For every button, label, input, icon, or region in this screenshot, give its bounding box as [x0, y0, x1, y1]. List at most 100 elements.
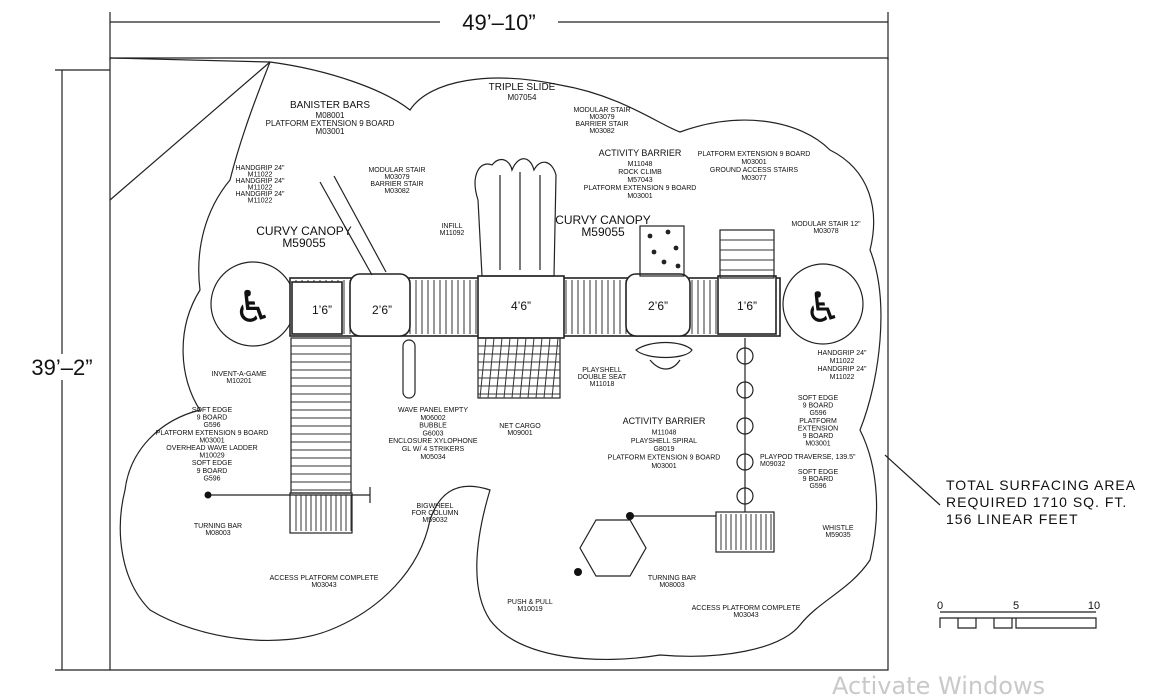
label-line: M09001 — [507, 430, 532, 437]
label-line: SOFT EDGE — [798, 395, 839, 402]
label-line: CURVY CANOPY — [555, 213, 651, 227]
label-line: FOR COLUMN — [411, 510, 458, 517]
label-line: HANDGRIP 24" — [817, 350, 867, 357]
width-dimension: 49’–10” — [109, 8, 889, 60]
label-line: M11092 — [440, 230, 465, 237]
label-line: M03079 — [384, 174, 409, 181]
scale-bar: 0 5 10 — [937, 600, 1100, 629]
label-line: M11018 — [590, 381, 615, 388]
label-line: PLATFORM EXTENSION 9 BOARD — [156, 430, 269, 437]
label-line: M10019 — [517, 606, 542, 613]
label-line: M08003 — [659, 582, 684, 589]
surfacing-outline — [119, 61, 882, 661]
deck-1-size: 1’6” — [312, 303, 332, 317]
label-line: G596 — [809, 410, 826, 417]
deck-3 — [477, 275, 565, 339]
label-line: PLATFORM EXTENSION 9 BOARD — [698, 151, 811, 158]
label-line: M11022 — [248, 172, 273, 179]
surfacing-note: TOTAL SURFACING AREA REQUIRED 1710 SQ. F… — [946, 477, 1135, 527]
svg-text:156 LINEAR FEET: 156 LINEAR FEET — [946, 511, 1079, 527]
height-dimension: 39’–2” — [18, 69, 110, 671]
label-line: TRIPLE SLIDE — [489, 82, 556, 93]
label-line: PLAYPOD TRAVERSE, 139.5" — [760, 454, 856, 461]
triple-slide — [474, 158, 557, 277]
wheelchair-icon: ♿ — [233, 282, 272, 333]
note-leader — [884, 454, 941, 506]
deck-2-size: 2’6” — [372, 303, 392, 317]
label-line: 9 BOARD — [803, 403, 834, 410]
width-label: 49’–10” — [462, 10, 535, 35]
accessible-space-left: ♿ — [210, 261, 296, 347]
label-line: GL W/ 4 STRIKERS — [402, 446, 465, 453]
access-platform-left — [289, 492, 353, 534]
label-line: G596 — [203, 475, 220, 482]
svg-text:REQUIRED 1710 SQ. FT.: REQUIRED 1710 SQ. FT. — [946, 494, 1127, 510]
label-line: NET CARGO — [499, 423, 541, 430]
label-line: PUSH & PULL — [507, 599, 553, 606]
xylophone — [402, 339, 416, 399]
label-line: M03001 — [199, 437, 224, 444]
label-line: BARRIER STAIR — [370, 181, 423, 188]
playpod-traverse — [736, 338, 754, 512]
label-line: BANISTER BARS — [290, 100, 370, 111]
label-line: INFILL — [441, 223, 462, 230]
label-line: CURVY CANOPY — [256, 224, 352, 238]
label-line: M06002 — [420, 415, 445, 422]
label-line: HANDGRIP 24" — [235, 191, 285, 198]
net-cargo — [477, 337, 561, 399]
label-line: M57043 — [627, 177, 652, 184]
banister-bar — [333, 175, 387, 273]
label-line: M11048 — [652, 429, 677, 436]
playshell-double — [635, 341, 693, 359]
label-line: M59055 — [282, 236, 326, 250]
label-line: 9 BOARD — [197, 468, 228, 475]
label-line: BIGWHEEL — [417, 503, 454, 510]
label-line: MODULAR STAIR 12" — [791, 221, 861, 228]
label-line: 9 BOARD — [803, 433, 834, 440]
deck-4 — [625, 273, 691, 337]
height-label: 39’–2” — [31, 355, 92, 380]
label-line: HANDGRIP 24" — [235, 178, 285, 185]
label-line: M11022 — [830, 374, 855, 381]
label-line: INVENT-A-GAME — [211, 371, 267, 378]
push-pull — [579, 519, 647, 577]
label-line: 9 BOARD — [197, 415, 228, 422]
label-line: G6003 — [422, 430, 443, 437]
label-line: G596 — [809, 483, 826, 490]
label-modstair12: MODULAR STAIR 12"M03078 — [791, 221, 861, 235]
label-line: BARRIER STAIR — [575, 121, 628, 128]
label-line: PLATFORM — [799, 418, 837, 425]
site-boundary — [109, 57, 889, 671]
banister-bar — [319, 181, 373, 276]
label-line: M03082 — [589, 128, 614, 135]
label-line: M03001 — [741, 159, 766, 166]
label-line: M03082 — [384, 188, 409, 195]
label-line: OVERHEAD WAVE LADDER — [166, 445, 257, 452]
label-line: HANDGRIP 24" — [817, 366, 867, 373]
label-line: ACTIVITY BARRIER — [623, 416, 706, 426]
label-line: ACTIVITY BARRIER — [599, 148, 682, 158]
label-line: SOFT EDGE — [192, 407, 233, 414]
label-line: WHISTLE — [822, 525, 853, 532]
label-line: GROUND ACCESS STAIRS — [710, 167, 798, 174]
label-line: EXTENSION — [798, 425, 838, 432]
label-line: 9 BOARD — [803, 476, 834, 483]
